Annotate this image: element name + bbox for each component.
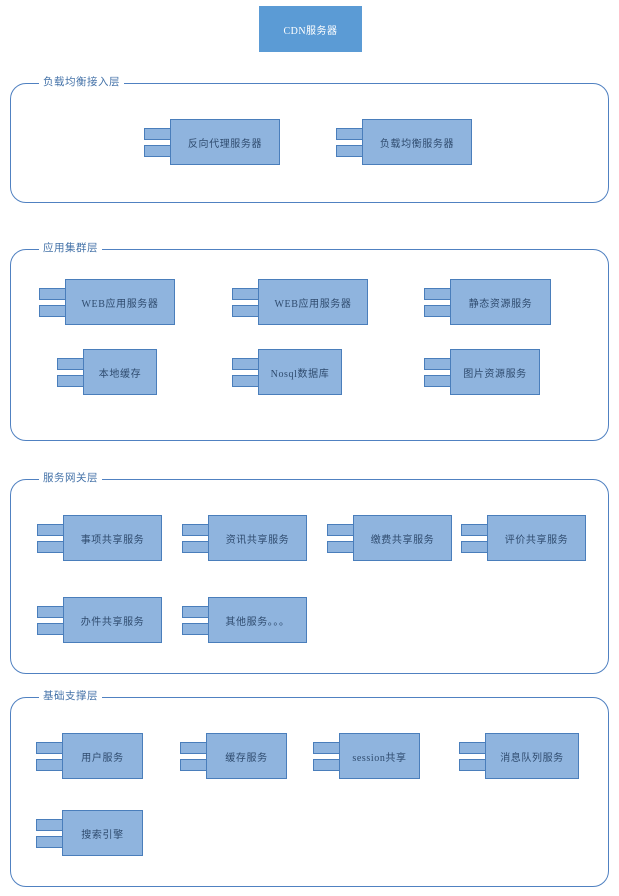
- node-cache-service[interactable]: 缓存服务: [180, 733, 287, 779]
- layer-load-balance[interactable]: 负载均衡接入层: [10, 76, 609, 203]
- node-body: 图片资源服务: [450, 349, 540, 395]
- layer-service-gateway[interactable]: 服务网关层: [10, 472, 609, 674]
- node-image-resource-service[interactable]: 图片资源服务: [424, 349, 540, 395]
- node-body: 消息队列服务: [485, 733, 579, 779]
- node-other-services[interactable]: 其他服务。。。: [182, 597, 307, 643]
- node-body: 反向代理服务器: [170, 119, 280, 165]
- layer-application-cluster[interactable]: 应用集群层: [10, 242, 609, 441]
- layer-title: 负载均衡接入层: [39, 76, 124, 90]
- node-label: 反向代理服务器: [187, 138, 263, 150]
- node-label: 用户服务: [81, 752, 124, 764]
- layer-basic-support[interactable]: 基础支撑层: [10, 690, 609, 887]
- node-body: WEB应用服务器: [65, 279, 175, 325]
- node-label: 资讯共享服务: [225, 534, 290, 546]
- node-body: 搜索引擎: [62, 810, 143, 856]
- node-body: 本地缓存: [83, 349, 157, 395]
- node-nosql-database[interactable]: Nosql数据库: [232, 349, 342, 395]
- node-label: 其他服务。。。: [225, 616, 290, 628]
- node-label: session共享: [352, 752, 407, 764]
- node-body: 资讯共享服务: [208, 515, 307, 561]
- node-label: 缓存服务: [225, 752, 268, 764]
- node-reverse-proxy-server[interactable]: 反向代理服务器: [144, 119, 280, 165]
- node-label: CDN服务器: [283, 25, 338, 37]
- layer-title: 服务网关层: [39, 472, 102, 486]
- node-load-balance-server[interactable]: 负载均衡服务器: [336, 119, 472, 165]
- node-body: 评价共享服务: [487, 515, 586, 561]
- node-payment-share-service[interactable]: 缴费共享服务: [327, 515, 452, 561]
- node-body: 缴费共享服务: [353, 515, 452, 561]
- node-user-service[interactable]: 用户服务: [36, 733, 143, 779]
- layer-title: 应用集群层: [39, 242, 102, 256]
- node-label: 消息队列服务: [500, 752, 564, 764]
- node-body: 缓存服务: [206, 733, 287, 779]
- node-search-engine[interactable]: 搜索引擎: [36, 810, 143, 856]
- node-body: 用户服务: [62, 733, 143, 779]
- node-label: 评价共享服务: [504, 534, 569, 546]
- node-body: 静态资源服务: [450, 279, 551, 325]
- node-web-app-server-2[interactable]: WEB应用服务器: [232, 279, 368, 325]
- layer-title: 基础支撑层: [39, 690, 102, 704]
- node-label: 缴费共享服务: [370, 534, 435, 546]
- node-label: WEB应用服务器: [274, 298, 352, 310]
- node-body: 办件共享服务: [63, 597, 162, 643]
- node-news-share-service[interactable]: 资讯共享服务: [182, 515, 307, 561]
- node-review-share-service[interactable]: 评价共享服务: [461, 515, 586, 561]
- node-local-cache[interactable]: 本地缓存: [57, 349, 157, 395]
- node-message-queue-service[interactable]: 消息队列服务: [459, 733, 579, 779]
- node-body: 负载均衡服务器: [362, 119, 472, 165]
- node-body: 其他服务。。。: [208, 597, 307, 643]
- node-label: 事项共享服务: [80, 534, 145, 546]
- node-matter-share-service[interactable]: 事项共享服务: [37, 515, 162, 561]
- node-label: 搜索引擎: [81, 829, 124, 841]
- node-handling-share-service[interactable]: 办件共享服务: [37, 597, 162, 643]
- node-body: WEB应用服务器: [258, 279, 368, 325]
- node-label: WEB应用服务器: [81, 298, 159, 310]
- node-label: Nosql数据库: [270, 368, 330, 380]
- node-static-resource-service[interactable]: 静态资源服务: [424, 279, 551, 325]
- node-label: 负载均衡服务器: [379, 138, 455, 150]
- node-session-share[interactable]: session共享: [313, 733, 420, 779]
- node-label: 办件共享服务: [80, 616, 145, 628]
- node-body: Nosql数据库: [258, 349, 342, 395]
- node-label: 本地缓存: [98, 368, 142, 380]
- node-body: session共享: [339, 733, 420, 779]
- node-cdn-server[interactable]: CDN服务器: [259, 6, 362, 52]
- node-web-app-server-1[interactable]: WEB应用服务器: [39, 279, 175, 325]
- node-label: 静态资源服务: [468, 298, 533, 310]
- node-label: 图片资源服务: [463, 368, 527, 380]
- node-body: 事项共享服务: [63, 515, 162, 561]
